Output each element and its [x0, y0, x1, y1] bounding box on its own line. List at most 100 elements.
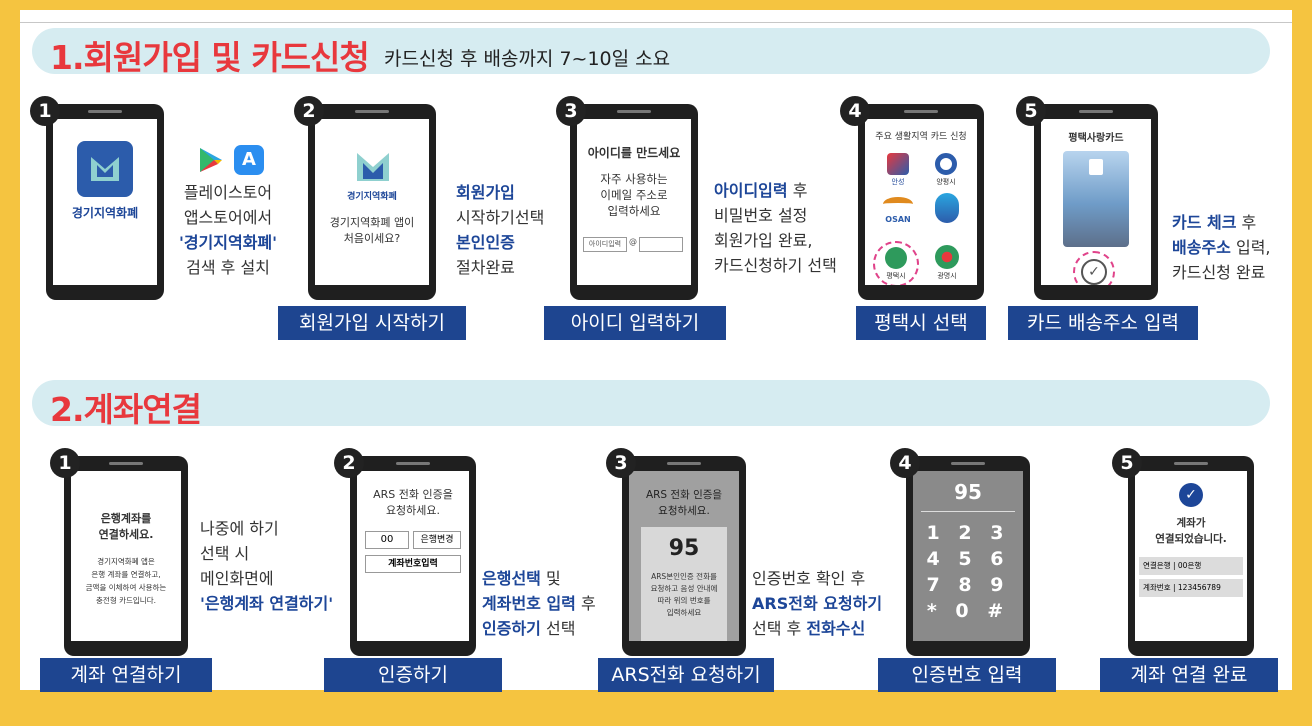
step-number-badge: 2 — [334, 448, 364, 478]
account-number-row: 계좌번호 | 123456789 — [1139, 579, 1243, 597]
section1-banner: 1.회원가입 및 카드신청 카드신청 후 배송까지 7~10일 소요 — [32, 28, 1270, 77]
screen-text: 은행 계좌를 연결하고, — [91, 570, 161, 579]
step-number-badge: 2 — [294, 96, 324, 126]
city-emblem-icon — [935, 245, 959, 269]
city-emblem-icon — [887, 153, 909, 175]
app-logo-icon — [353, 149, 393, 189]
keypad-row[interactable]: * 0 # — [926, 600, 1010, 622]
at-sign: @ — [629, 237, 637, 246]
screen-title: ARS 전화 인증을 — [645, 489, 723, 501]
verification-code: 95 — [668, 536, 700, 561]
phone-mockup: 평택사랑카드 ✓ — [1034, 104, 1158, 300]
screen-title: 요청하세요. — [385, 504, 441, 517]
screen-text: 충전형 카드입니다. — [96, 596, 156, 605]
screen-text: ARS본인인증 전화를 — [651, 572, 717, 581]
city-name: 양평시 — [936, 178, 956, 186]
screen-title: 계좌가 — [1176, 517, 1206, 529]
screen-title: ARS 전화 인증을 — [373, 488, 453, 501]
step-description: 플레이스토어 앱스토어에서 '경기지역화폐' 검색 후 설치 — [178, 183, 278, 277]
linked-bank-row: 연결은행 | 00은행 — [1139, 557, 1243, 575]
section1-title: 1.회원가입 및 카드신청 — [50, 38, 370, 77]
id-input-field[interactable]: 아이디입력 — [583, 237, 627, 252]
success-check-icon: ✓ — [1179, 483, 1203, 507]
step-description: 인증번호 확인 후 ARS전화 요청하기 선택 후 전화수신 — [752, 569, 883, 638]
keypad-row[interactable]: 7 8 9 — [926, 574, 1010, 596]
card-image — [1063, 151, 1129, 247]
screen-text: 금액을 이체하여 사용하는 — [85, 583, 167, 592]
phone-mockup: ✓ 계좌가 연결되었습니다. 연결은행 | 00은행 계좌번호 | 123456… — [1128, 456, 1254, 656]
section2-title: 2.계좌연결 — [50, 390, 202, 429]
step-description: 회원가입 시작하기선택 본인인증 절차완료 — [456, 183, 545, 277]
phone-mockup: 주요 생활지역 카드 신청 안성 양평시 OSAN 평택시 광명시 — [858, 104, 984, 300]
section1-subtitle: 카드신청 후 배송까지 7~10일 소요 — [384, 48, 671, 70]
email-domain-field[interactable] — [639, 237, 683, 252]
screen-text: 요청하고 음성 안내에 — [650, 584, 718, 593]
phone-mockup: 아이디를 만드세요 자주 사용하는 이메일 주소로 입력하세요 아이디입력 @ — [570, 104, 698, 300]
city-name: OSAN — [885, 215, 911, 224]
step-description: 카드 체크 후 배송주소 입력, 카드신청 완료 — [1172, 213, 1271, 282]
step-number-badge: 5 — [1112, 448, 1142, 478]
city-emblem-icon — [885, 247, 907, 269]
phone-mockup: 은행계좌를 연결하세요. 경기지역화폐 앱은 은행 계좌를 연결하고, 금액을 … — [64, 456, 188, 656]
selected-card-highlight — [1073, 251, 1115, 285]
screen-text: 처음이세요? — [343, 232, 401, 245]
screen-title: 아이디를 만드세요 — [587, 146, 681, 160]
city-name: 안성 — [891, 178, 905, 186]
step-label: 카드 배송주소 입력 — [1008, 306, 1198, 340]
account-number-input[interactable]: 계좌번호입력 — [365, 555, 461, 573]
city-emblem-icon — [935, 193, 959, 223]
city-name: 광명시 — [937, 272, 957, 280]
entered-code: 95 — [954, 480, 982, 504]
city-name: 평택시 — [886, 272, 906, 280]
screen-text: 입력하세요 — [607, 204, 661, 218]
step-label: 계좌 연결 완료 — [1100, 658, 1278, 692]
phone-mockup: 95 1 2 3 4 5 6 7 8 9 * 0 # — [906, 456, 1030, 656]
keypad-row[interactable]: 1 2 3 — [926, 522, 1010, 544]
step-label: 인증하기 — [324, 658, 502, 692]
keypad-row[interactable]: 4 5 6 — [926, 548, 1010, 570]
city-emblem-icon — [883, 197, 913, 211]
divider — [921, 511, 1015, 512]
screen-text: 입력하세요 — [666, 608, 702, 617]
screen-text: 경기지역화폐 앱은 — [97, 557, 155, 566]
step-description: 아이디입력 후 비밀번호 설정 회원가입 완료, 카드신청하기 선택 — [714, 181, 837, 275]
screen-title: 연결되었습니다. — [1155, 533, 1227, 545]
verification-code-box — [641, 527, 727, 641]
bank-code-field[interactable]: 00 — [365, 531, 409, 549]
screen-title: 요청하세요. — [658, 505, 710, 517]
step-number-badge: 3 — [556, 96, 586, 126]
screen-text: 경기지역화폐 앱이 — [329, 216, 415, 229]
step-label: 인증번호 입력 — [878, 658, 1056, 692]
step-number-badge: 3 — [606, 448, 636, 478]
screen-text: 자주 사용하는 — [600, 172, 668, 186]
app-logo-icon — [77, 141, 133, 197]
screen-title: 은행계좌를 — [100, 512, 152, 525]
city-emblem-icon — [935, 153, 957, 175]
step-number-badge: 4 — [840, 96, 870, 126]
screen-title: 주요 생활지역 카드 신청 — [875, 132, 967, 142]
phone-mockup: 경기지역화폐 경기지역화폐 앱이 처음이세요? — [308, 104, 436, 300]
step-number-badge: 4 — [890, 448, 920, 478]
app-name: 경기지역화폐 — [71, 206, 139, 220]
step-label: 아이디 입력하기 — [544, 306, 726, 340]
play-store-icon — [198, 146, 224, 178]
step-label: 회원가입 시작하기 — [278, 306, 466, 340]
step-label: 계좌 연결하기 — [40, 658, 212, 692]
phone-mockup: 경기지역화폐 — [46, 104, 164, 300]
screen-text: 따라 위의 번호를 — [657, 596, 711, 605]
app-name: 경기지역화폐 — [347, 192, 397, 202]
step-label: 평택시 선택 — [856, 306, 986, 340]
screen-title: 연결하세요. — [98, 528, 154, 541]
step-number-badge: 1 — [30, 96, 60, 126]
selected-city-highlight[interactable] — [873, 241, 919, 285]
top-divider — [20, 22, 1292, 23]
app-store-icon: A — [234, 145, 264, 175]
phone-mockup: ARS 전화 인증을 요청하세요. 95 ARS본인인증 전화를 요청하고 음성… — [622, 456, 746, 656]
step-description: 은행선택 및 계좌번호 입력 후 인증하기 선택 — [482, 569, 596, 638]
step-number-badge: 5 — [1016, 96, 1046, 126]
bank-change-button[interactable]: 은행변경 — [413, 531, 461, 549]
screen-title: 평택사랑카드 — [1068, 133, 1124, 144]
step-label: ARS전화 요청하기 — [598, 658, 774, 692]
screen-text: 이메일 주소로 — [600, 188, 668, 202]
section2-banner: 2.계좌연결 — [32, 380, 1270, 429]
